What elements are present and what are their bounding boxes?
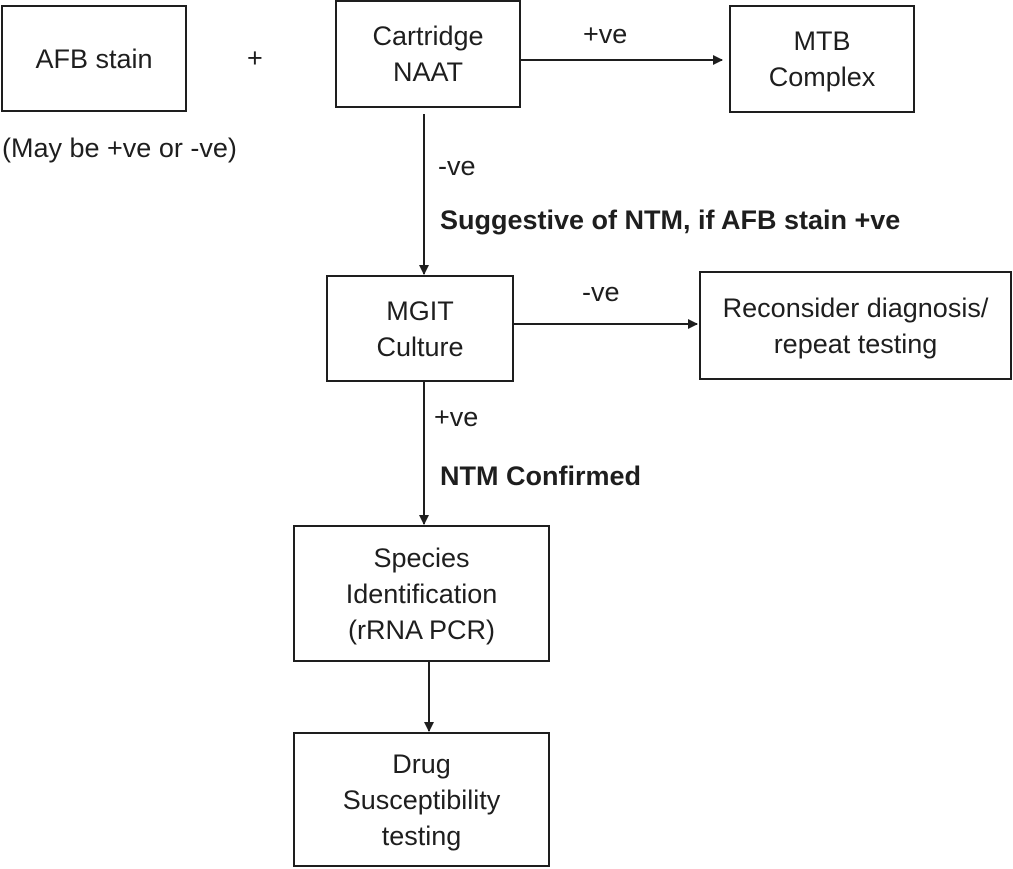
mgit-culture-line-2: Culture xyxy=(376,331,464,362)
culture-positive-label: +ve xyxy=(434,402,479,432)
afb-stain-label: AFB stain xyxy=(35,43,153,74)
drug-line-1: Drug xyxy=(392,748,451,779)
mgit-culture-line-1: MGIT xyxy=(386,295,454,326)
drug-line-2: Susceptibility xyxy=(342,784,501,815)
reconsider-diagnosis-box: Reconsider diagnosis/ repeat testing xyxy=(699,271,1012,380)
species-line-1: Species xyxy=(373,542,470,573)
plus-sign: + xyxy=(247,43,263,73)
mgit-culture-box: MGIT Culture xyxy=(326,275,514,382)
cartridge-naat-line-2: NAAT xyxy=(392,57,463,87)
ntm-confirmed-label: NTM Confirmed xyxy=(440,461,641,491)
drug-susceptibility-box: Drug Susceptibility testing xyxy=(293,732,550,867)
species-line-2: Identification xyxy=(345,578,498,609)
cartridge-naat-line-1: Cartridge xyxy=(372,21,484,51)
species-identification-box: Species Identification (rRNA PCR) xyxy=(293,525,550,662)
naat-negative-label: -ve xyxy=(438,151,476,181)
suggestive-ntm-label: Suggestive of NTM, if AFB stain +ve xyxy=(440,205,901,235)
reconsider-line-2: repeat testing xyxy=(773,328,938,359)
drug-line-3: testing xyxy=(381,820,462,851)
afb-note: (May be +ve or -ve) xyxy=(2,133,237,163)
afb-stain-box: AFB stain xyxy=(1,5,187,112)
mtb-complex-line-1: MTB xyxy=(793,26,851,56)
naat-positive-label: +ve xyxy=(583,19,628,49)
reconsider-line-1: Reconsider diagnosis/ xyxy=(722,292,989,323)
cartridge-naat-box: Cartridge NAAT xyxy=(335,0,521,108)
species-line-3: (rRNA PCR) xyxy=(348,614,495,645)
mtb-complex-line-2: Complex xyxy=(768,62,876,92)
culture-negative-label: -ve xyxy=(582,277,620,307)
mtb-complex-box: MTB Complex xyxy=(729,5,915,113)
